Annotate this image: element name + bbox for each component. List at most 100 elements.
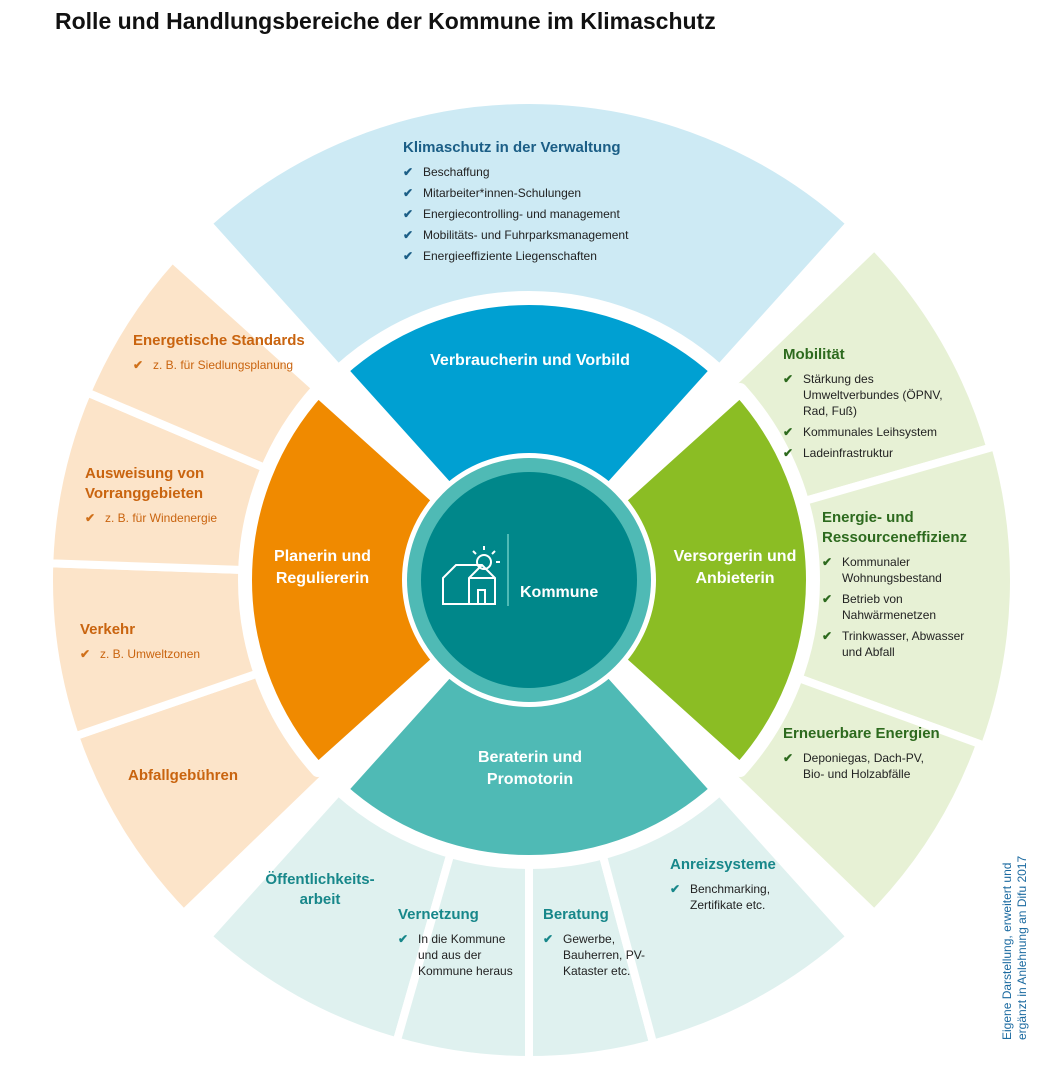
check-icon: ✔: [543, 932, 554, 946]
house-sun-icon: [442, 546, 500, 605]
block-bottom-0: Öffentlichkeits-arbeit: [255, 870, 385, 916]
list-item: ✔ Beschaffung: [403, 164, 663, 180]
list-item: ✔ z. B. für Windenergie: [85, 510, 265, 526]
check-icon: ✔: [403, 249, 414, 263]
list-item-text: Mitarbeiter*innen-Schulungen: [423, 186, 582, 200]
check-icon: ✔: [670, 882, 681, 896]
block-heading: Klimaschutz in der Verwaltung: [403, 139, 621, 156]
item-list: ✔ z. B. für Siedlungsplanung: [133, 357, 313, 373]
check-icon: ✔: [403, 207, 414, 221]
list-item: ✔ In die Kommune und aus der Kommune hera…: [398, 931, 513, 979]
item-list: ✔ Deponiegas, Dach-PV, Bio- und Holzabfäl…: [783, 750, 943, 782]
block-heading: Abfallgebühren: [128, 767, 239, 784]
source-credit: Eigene Darstellung, erweitert und ergänz…: [1000, 856, 1030, 1040]
block-heading: Energetische Standards: [133, 332, 305, 349]
item-list: ✔ Kommunaler Wohnungsbestand ✔Betrieb von …: [822, 554, 982, 660]
block-heading: Mobilität: [783, 346, 845, 363]
check-icon: ✔: [822, 592, 833, 606]
block-heading: Erneuerbare Energien: [783, 725, 940, 742]
block-right-2: Erneuerbare Energien ✔ Deponiegas, Dach-PV…: [783, 724, 943, 787]
list-item-text: z. B. für Siedlungsplanung: [153, 358, 294, 372]
check-icon: ✔: [80, 647, 91, 661]
list-item: ✔ Ladeinfrastruktur: [783, 445, 958, 461]
list-item-text: Deponiegas, Dach-PV, Bio- und Holzabfäll…: [803, 751, 924, 781]
list-item: ✔ Energiecontrolling- und management: [403, 206, 663, 222]
list-item-text: Energiecontrolling- und management: [423, 207, 620, 221]
check-icon: ✔: [783, 425, 794, 439]
list-item: ✔Betrieb von Nahwärmenetzen: [822, 591, 982, 623]
role-top: Verbraucherin und Vorbild: [430, 352, 630, 369]
list-item-text: z. B. für Windenergie: [105, 511, 218, 525]
list-item: ✔ Stärkung des Umweltverbundes (ÖPNV, Rad…: [783, 371, 958, 419]
block-heading: Anreizsysteme: [670, 856, 776, 873]
list-item: ✔ z. B. für Siedlungsplanung: [133, 357, 313, 373]
page-title: Rolle und Handlungsbereiche der Kommune …: [55, 8, 716, 34]
list-item-text: Kommunaler Wohnungsbestand: [842, 555, 942, 585]
item-list: ✔ In die Kommune und aus der Kommune hera…: [398, 931, 513, 979]
block-left-1: Ausweisung von Vorranggebieten ✔ z. B. für…: [85, 464, 265, 531]
credit-line: ergänzt in Anlehnung an Difu 2017: [1015, 855, 1029, 1040]
list-item: ✔ Energieeffiziente Liegenschaften: [403, 248, 663, 264]
list-item-text: Benchmarking, Zertifikate etc.: [690, 882, 771, 912]
check-icon: ✔: [822, 629, 833, 643]
check-icon: ✔: [398, 932, 409, 946]
list-item: ✔ Mitarbeiter*innen-Schulungen: [403, 185, 663, 201]
block-bottom-1: Vernetzung ✔ In die Kommune und aus der Ko…: [398, 905, 513, 984]
block-heading: Ausweisung von Vorranggebieten: [85, 465, 205, 502]
block-left-0: Energetische Standards ✔ z. B. für Siedlun…: [133, 331, 313, 378]
block-bottom-2: Beratung ✔ Gewerbe, Bauherren, PV-Kataster…: [543, 905, 668, 984]
block-heading: Beratung: [543, 906, 609, 923]
check-icon: ✔: [783, 751, 794, 765]
role-right: Versorgerin und Anbieterin: [673, 548, 797, 587]
block-heading: Öffentlichkeits-arbeit: [265, 871, 375, 908]
list-item: ✔ Kommunales Leihsystem: [783, 424, 958, 440]
item-list: ✔ Beschaffung ✔ Mitarbeiter*innen-Schulunge…: [403, 164, 663, 264]
block-heading: Vernetzung: [398, 906, 479, 923]
list-item-text: Gewerbe, Bauherren, PV-Kataster etc.: [563, 932, 646, 978]
list-item: ✔ Benchmarking, Zertifikate etc.: [670, 881, 795, 913]
check-icon: ✔: [783, 372, 794, 386]
check-icon: ✔: [403, 186, 414, 200]
item-list: ✔ Benchmarking, Zertifikate etc.: [670, 881, 795, 913]
check-icon: ✔: [85, 511, 96, 525]
list-item-text: z. B. Umweltzonen: [100, 647, 201, 661]
role-bottom: Beraterin und Promotorin: [477, 749, 582, 788]
list-item-text: In die Kommune und aus der Kommune herau…: [418, 932, 513, 978]
list-item-text: Energieeffiziente Liegenschaften: [423, 249, 597, 263]
list-item: ✔ Gewerbe, Bauherren, PV-Kataster etc.: [543, 931, 668, 979]
block-top: Klimaschutz in der Verwaltung ✔ Beschaffu…: [403, 138, 663, 269]
list-item: ✔ Deponiegas, Dach-PV, Bio- und Holzabfäl…: [783, 750, 943, 782]
block-right-1: Energie- und Ressourceneffizienz ✔ Kommuna…: [822, 508, 982, 665]
check-icon: ✔: [133, 358, 144, 372]
block-heading: Verkehr: [80, 621, 136, 638]
block-left-3: Abfallgebühren: [128, 766, 288, 792]
block-right-0: Mobilität ✔ Stärkung des Umweltverbundes (…: [783, 345, 958, 466]
role-left: Planerin und Reguliererin: [274, 548, 371, 587]
item-list: ✔ Gewerbe, Bauherren, PV-Kataster etc.: [543, 931, 668, 979]
block-bottom-3: Anreizsysteme ✔ Benchmarking, Zertifikate …: [670, 855, 795, 918]
list-item-text: Trinkwasser, Abwasser und Abfall: [842, 629, 965, 659]
list-item-text: Stärkung des Umweltverbundes (ÖPNV, Rad,…: [803, 372, 943, 418]
list-item: ✔ Kommunaler Wohnungsbestand: [822, 554, 982, 586]
block-left-2: Verkehr ✔ z. B. Umweltzonen: [80, 620, 240, 667]
item-list: ✔ z. B. für Windenergie: [85, 510, 265, 526]
check-icon: ✔: [403, 165, 414, 179]
list-item-text: Ladeinfrastruktur: [803, 446, 894, 460]
credit-line: Eigene Darstellung, erweitert und: [1000, 862, 1014, 1040]
check-icon: ✔: [403, 228, 414, 242]
list-item: ✔ Mobilitäts- und Fuhrparksmanagement: [403, 227, 663, 243]
center-circle: [421, 472, 637, 688]
item-list: ✔ z. B. Umweltzonen: [80, 646, 240, 662]
list-item: ✔ z. B. Umweltzonen: [80, 646, 240, 662]
check-icon: ✔: [822, 555, 833, 569]
block-heading: Energie- und Ressourceneffizienz: [822, 509, 968, 546]
list-item-text: Mobilitäts- und Fuhrparksmanagement: [423, 228, 629, 242]
list-item-text: Beschaffung: [423, 165, 490, 179]
item-list: ✔ Stärkung des Umweltverbundes (ÖPNV, Rad…: [783, 371, 958, 461]
check-icon: ✔: [783, 446, 794, 460]
center-label: Kommune: [520, 584, 598, 601]
list-item-text: Kommunales Leihsystem: [803, 425, 938, 439]
list-item: ✔ Trinkwasser, Abwasser und Abfall: [822, 628, 982, 660]
